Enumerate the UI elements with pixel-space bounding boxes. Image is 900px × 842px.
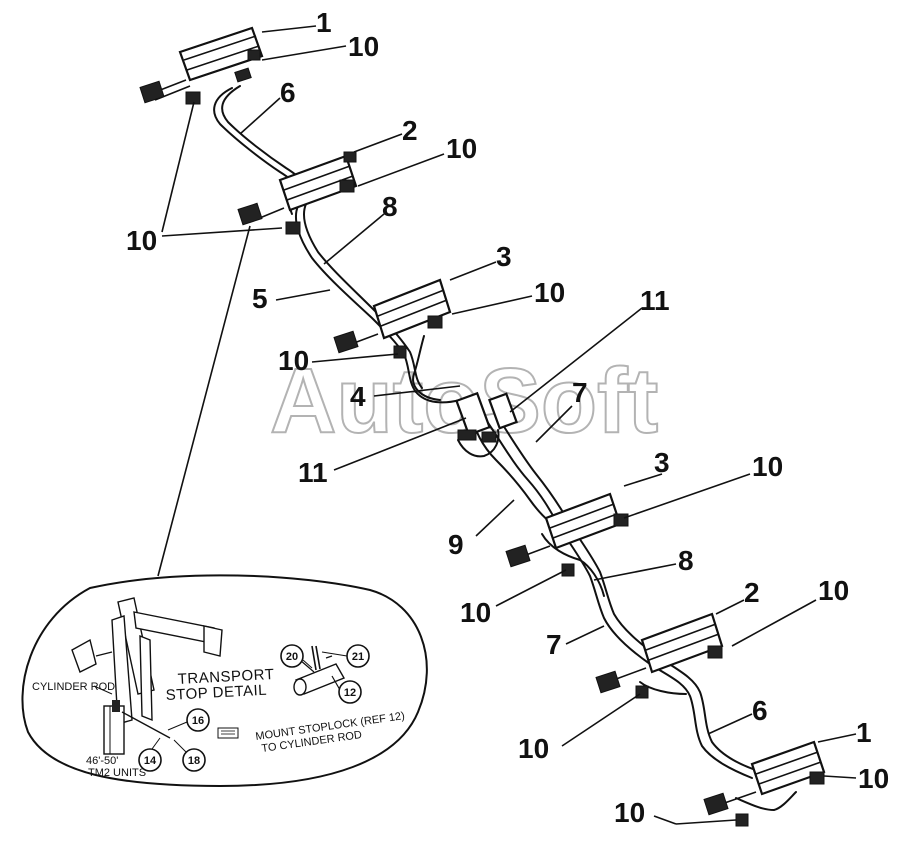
cylinder-2-top xyxy=(237,151,358,235)
callout-3: 3 xyxy=(496,241,512,272)
callout-4: 4 xyxy=(350,381,366,412)
callout-10: 10 xyxy=(858,763,889,794)
callout-6: 6 xyxy=(280,77,296,108)
svg-text:14: 14 xyxy=(144,755,157,767)
units-label-2: TM2 UNITS xyxy=(88,767,146,779)
ref-circle-14: 14 xyxy=(138,748,162,772)
transport-stop-detail-inset: TRANSPORT STOP DETAIL CYLINDER ROD 46'-5… xyxy=(21,574,428,788)
ref-circle-12: 12 xyxy=(338,680,362,704)
callout-1: 1 xyxy=(856,717,872,748)
callout-2: 2 xyxy=(744,577,760,608)
ref-circle-18: 18 xyxy=(182,748,206,772)
callout-11: 11 xyxy=(298,457,328,488)
callout-3: 3 xyxy=(654,447,670,478)
callout-5: 5 xyxy=(252,283,268,314)
callout-10: 10 xyxy=(278,345,309,376)
ref-circle-16: 16 xyxy=(186,708,210,732)
leader-lines xyxy=(157,25,857,825)
callout-labels: 1 10 6 2 10 10 8 5 3 10 10 11 4 7 11 3 1… xyxy=(126,7,889,828)
frame-sketch xyxy=(71,597,239,755)
callout-10: 10 xyxy=(348,31,379,62)
cylinder-3-bottom xyxy=(505,492,629,577)
callout-7: 7 xyxy=(572,377,588,408)
callout-10: 10 xyxy=(614,797,645,828)
callout-6: 6 xyxy=(752,695,768,726)
callout-1: 1 xyxy=(316,7,332,38)
ref-circle-20: 20 xyxy=(280,644,304,668)
cylinder-1-bottom xyxy=(703,740,826,827)
svg-text:12: 12 xyxy=(344,687,356,699)
callout-10: 10 xyxy=(818,575,849,606)
cylinder-rod-label: CYLINDER ROD xyxy=(32,681,115,693)
stoplock-sketch xyxy=(293,645,346,696)
inset-title-2: STOP DETAIL xyxy=(165,682,267,704)
cylinder-2-bottom xyxy=(595,612,724,699)
svg-text:21: 21 xyxy=(352,651,364,663)
callout-8: 8 xyxy=(382,191,398,222)
callout-10: 10 xyxy=(460,597,491,628)
units-label-1: 46'-50' xyxy=(86,755,118,767)
cylinder-1-top xyxy=(139,26,264,105)
valve-block xyxy=(455,391,518,443)
callout-8: 8 xyxy=(678,545,694,576)
svg-text:18: 18 xyxy=(188,755,200,767)
cylinder-3-top xyxy=(333,278,452,359)
callout-11: 11 xyxy=(640,285,670,316)
callout-10: 10 xyxy=(446,133,477,164)
callout-10: 10 xyxy=(534,277,565,308)
svg-text:16: 16 xyxy=(192,715,204,727)
ref-circle-21: 21 xyxy=(346,644,370,668)
callout-10: 10 xyxy=(752,451,783,482)
svg-text:20: 20 xyxy=(286,651,298,663)
callout-9: 9 xyxy=(448,529,464,560)
callout-7: 7 xyxy=(546,629,562,660)
callout-2: 2 xyxy=(402,115,418,146)
callout-10: 10 xyxy=(518,733,549,764)
callout-10: 10 xyxy=(126,225,157,256)
inset-title-1: TRANSPORT xyxy=(177,666,274,688)
